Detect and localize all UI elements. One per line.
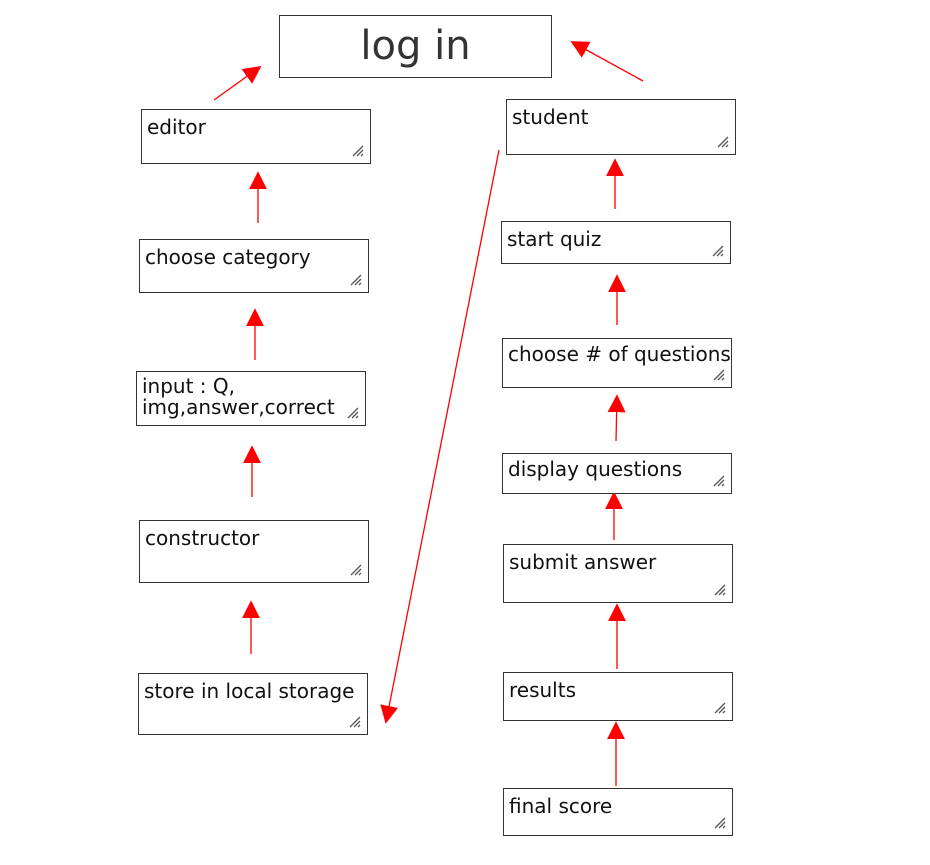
choose-questions-box[interactable]: choose # of questions [502, 338, 732, 388]
store-label: store in local storage [144, 679, 355, 703]
login-box: log in [279, 15, 552, 78]
input-label: input : Q, img,answer,correct [142, 374, 335, 419]
resize-grip-icon[interactable] [717, 136, 729, 148]
results-box[interactable]: results [503, 672, 733, 721]
results-label: results [509, 678, 577, 702]
resize-grip-icon[interactable] [349, 716, 361, 728]
editor-box[interactable]: editor [141, 109, 371, 164]
arrow-editor-to-login [213, 65, 262, 101]
resize-grip-icon[interactable] [713, 369, 725, 381]
start-quiz-label: start quiz [507, 227, 602, 251]
resize-grip-icon[interactable] [352, 145, 364, 157]
resize-grip-icon[interactable] [347, 407, 359, 419]
final-score-box[interactable]: final score [503, 788, 733, 836]
resize-grip-icon[interactable] [714, 817, 726, 829]
resize-grip-icon[interactable] [350, 564, 362, 576]
resize-grip-icon[interactable] [350, 274, 362, 286]
resize-grip-icon[interactable] [714, 702, 726, 714]
login-title: log in [360, 23, 471, 69]
student-label: student [512, 105, 589, 129]
constructor-box[interactable]: constructor [139, 520, 369, 583]
display-questions-box[interactable]: display questions [502, 453, 732, 494]
arrow-student-to-login [570, 41, 644, 82]
arrow-display-to-choose [607, 394, 626, 442]
store-box[interactable]: store in local storage [138, 673, 368, 735]
arrow-student-to-store [380, 149, 500, 724]
resize-grip-icon[interactable] [713, 475, 725, 487]
resize-grip-icon[interactable] [714, 584, 726, 596]
choose-category-label: choose category [145, 245, 311, 269]
resize-grip-icon[interactable] [712, 245, 724, 257]
student-box[interactable]: student [506, 99, 736, 155]
final-score-label: final score [509, 794, 613, 818]
start-quiz-box[interactable]: start quiz [501, 221, 731, 264]
editor-label: editor [147, 115, 206, 139]
choose-category-box[interactable]: choose category [139, 239, 369, 293]
constructor-label: constructor [145, 526, 260, 550]
choose-questions-label: choose # of questions [508, 342, 731, 366]
submit-answer-box[interactable]: submit answer [503, 544, 733, 603]
input-box[interactable]: input : Q, img,answer,correct [136, 371, 366, 426]
display-questions-label: display questions [508, 457, 683, 481]
submit-answer-label: submit answer [509, 550, 657, 574]
